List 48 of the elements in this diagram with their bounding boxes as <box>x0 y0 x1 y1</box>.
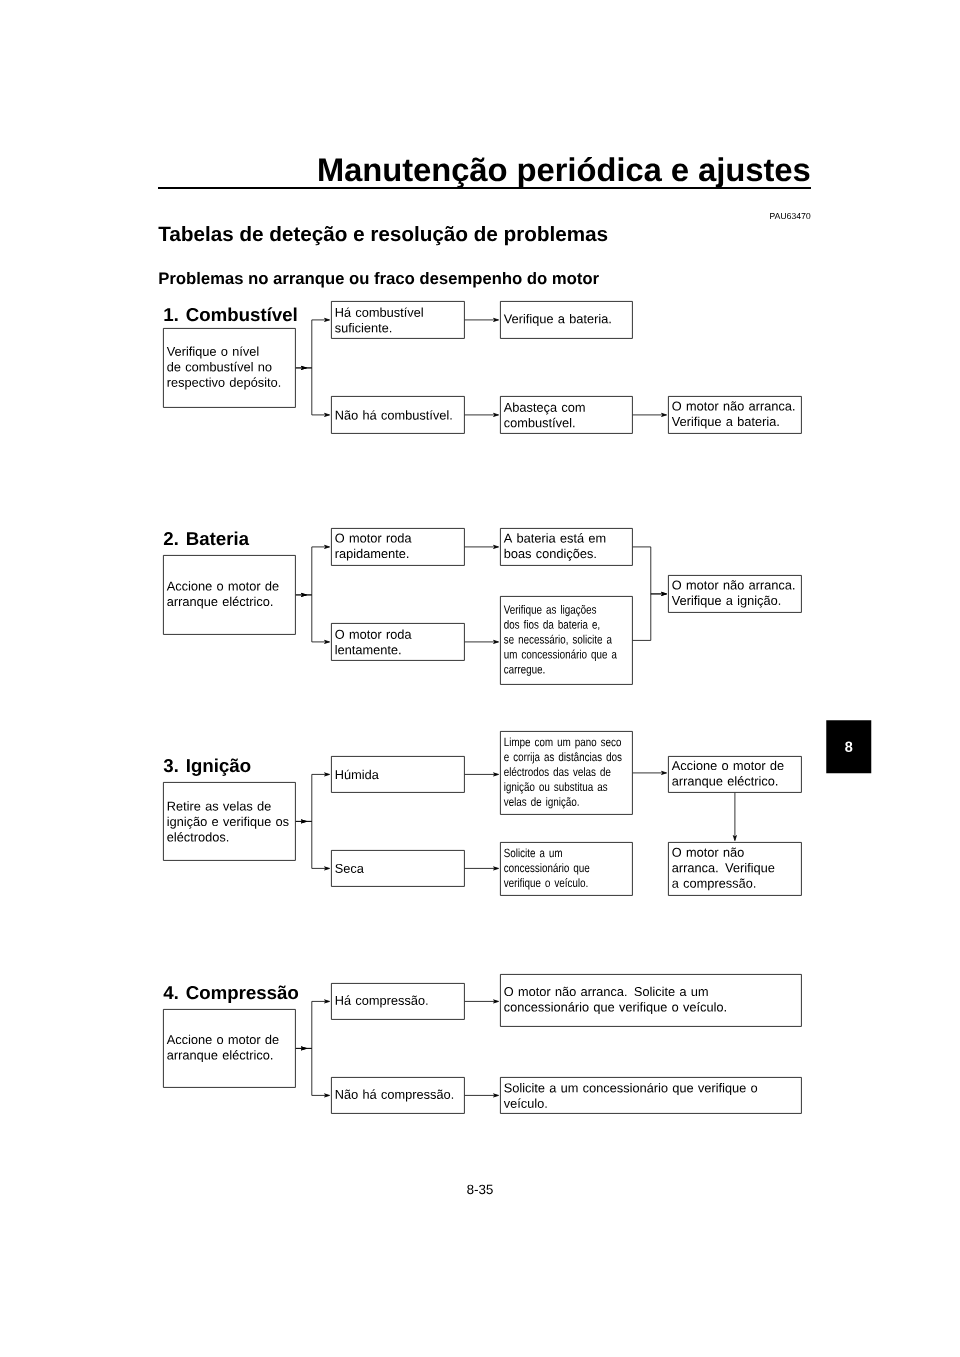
arrow <box>295 365 330 417</box>
arrow <box>464 772 499 777</box>
arrow <box>632 412 667 417</box>
process-box: Não há compressão. <box>331 1077 465 1114</box>
process-box: Há combustível suficiente. <box>331 301 465 339</box>
process-box: Retire as velas de ignição e verifique os eléctrodos. <box>163 782 296 861</box>
arrow <box>632 591 667 641</box>
reference-code: PAU63470 <box>770 212 811 220</box>
heading: 1. Combustível <box>164 307 297 322</box>
arrow <box>464 412 499 417</box>
page-title: Manutenção periódica e ajustes <box>319 157 810 188</box>
arrow <box>464 317 499 322</box>
arrow <box>295 592 330 644</box>
process-box: Limpe com um pano seco e corrija as distâncias dos eléctrodos das velas de ignição ou substitua as velas de ignição. <box>500 731 633 815</box>
arrow <box>732 792 737 841</box>
process-box: Seca <box>331 850 465 887</box>
process-box: Verifique a bateria. <box>500 301 633 339</box>
arrow <box>464 999 499 1004</box>
process-box: O motor não arranca. Verifique a bateria. <box>668 396 802 434</box>
process-box: O motor roda lentamente. <box>331 623 465 661</box>
process-box: Accione o motor de arranque eléctrico. <box>668 756 802 793</box>
process-box: Verifique as ligações dos fios da bateria e, se necessário, solicite a um concessionário que a carregue. <box>500 596 633 685</box>
process-box: Accione o motor de arranque eléctrico. <box>163 1009 296 1088</box>
arrow <box>464 866 499 871</box>
heading: Problemas no arranque ou fraco desempenho do motor <box>159 271 599 288</box>
process-box: O motor não arranca. Verifique a ignição. <box>668 575 802 613</box>
process-box: Não há combustível. <box>331 396 465 434</box>
heading: Tabelas de deteção e resolução de problemas <box>158 226 608 246</box>
process-box: Húmida <box>331 756 465 793</box>
arrow <box>464 544 499 549</box>
process-box: O motor roda rapidamente. <box>331 528 465 566</box>
process-box: Solicite a um concessionário que verifique o veículo. <box>500 842 633 896</box>
chapter-tab: 8 <box>826 720 872 774</box>
process-box: O motor não arranca. Solicite a um concessionário que verifique o veículo. <box>500 974 802 1027</box>
process-box: Há compressão. <box>331 983 465 1020</box>
process-box: Abasteça com combustível. <box>500 396 633 434</box>
process-box: O motor não arranca. Verifique a compressão. <box>668 842 802 896</box>
arrow <box>295 1046 330 1098</box>
process-box: Accione o motor de arranque eléctrico. <box>163 555 296 635</box>
process-box: Solicite a um concessionário que verifique o veículo. <box>500 1077 802 1114</box>
heading: 4. Compressão <box>163 985 299 1003</box>
arrow <box>632 770 667 775</box>
page-number: 8-35 <box>467 1184 493 1195</box>
arrow <box>295 819 330 871</box>
process-box: Verifique o nível de combustível no respectivo depósito. <box>163 328 296 408</box>
process-box: A bateria está em boas condições. <box>500 528 633 566</box>
arrow <box>464 639 499 644</box>
arrow <box>464 1093 499 1098</box>
